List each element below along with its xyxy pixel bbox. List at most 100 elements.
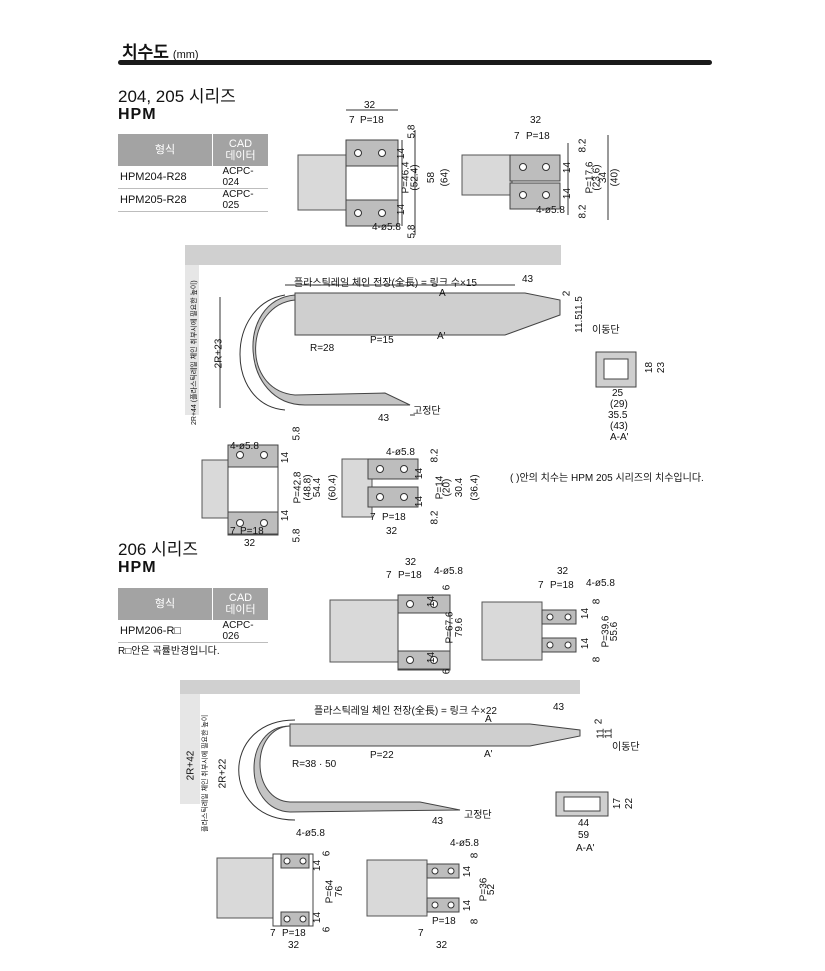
s1-link-top-view-2: [461, 135, 609, 220]
dim: 14: [462, 899, 474, 912]
dim: 14: [280, 451, 292, 464]
col-type-header: 형식: [118, 588, 213, 620]
dim: 7: [270, 928, 276, 939]
series1-note: ( )안의 치수는 HPM 205 시리즈의 치수입니다.: [510, 473, 704, 484]
dim: 7: [370, 512, 376, 523]
s1-link-bottom-view-2: [341, 458, 419, 518]
mount-height-note: 2R+44 (플라스틱레일 체인 취부시에 필요한 높이): [191, 280, 198, 425]
dim: 4-ø5.8: [536, 205, 565, 216]
dim: P=18: [282, 928, 306, 939]
dim: 11.5: [573, 296, 585, 315]
dim: 4-ø5.8: [586, 578, 615, 589]
s1-link-bottom-view-1: [201, 444, 279, 536]
chain-total-length: 플라스틱레일 체인 전장(全長) = 링크 수×22: [314, 706, 497, 717]
series1-brand: HPM: [118, 106, 157, 123]
dim: 32: [530, 115, 542, 126]
dim: 7: [538, 580, 544, 591]
dim: 14: [580, 607, 592, 620]
dim: 7: [418, 928, 424, 939]
s2-link-bottom-view-1: [216, 853, 314, 927]
move-end-label: 이동단: [612, 742, 640, 753]
dim: 6: [321, 926, 333, 933]
dim: 32: [436, 940, 448, 951]
s2-link-bottom-view-2: [366, 859, 460, 917]
dim: (64): [439, 168, 451, 187]
dim: (36.4): [469, 474, 481, 501]
dim: P=18: [550, 580, 574, 591]
dim: 8.2: [577, 204, 589, 219]
dim: P=22: [370, 750, 394, 761]
dim: 17: [612, 797, 624, 810]
dim: (40): [609, 168, 621, 187]
dim: 43: [378, 413, 390, 424]
dim: 79.6: [454, 617, 466, 638]
section-a: A: [439, 288, 446, 299]
dim: 32: [364, 100, 376, 111]
cad-cell: ACPC-024: [212, 166, 268, 189]
dim: 30.4: [454, 477, 466, 498]
col-cad-header: CAD 데이터: [212, 588, 268, 620]
dim: 14: [280, 509, 292, 522]
s1-section-view: [595, 351, 637, 388]
dim: 32: [557, 566, 569, 577]
dim: R=38 · 50: [292, 759, 337, 770]
dim: 2R+22: [217, 758, 229, 789]
dim: 43: [553, 702, 565, 713]
dim: 8.2: [577, 138, 589, 153]
dim: 4-ø5.8: [450, 838, 479, 849]
type-cell: HPM205-R28: [118, 188, 213, 212]
dim: P=18: [398, 570, 422, 581]
dim: 55.6: [609, 621, 621, 642]
cad-cell: ACPC-026: [212, 620, 268, 643]
dim: 6: [321, 850, 333, 857]
dim: 7: [514, 131, 520, 142]
dim: 52: [486, 883, 498, 896]
dim: 22: [624, 797, 636, 810]
cad-cell: ACPC-025: [212, 188, 268, 212]
dim: 2R+23: [213, 338, 225, 369]
dim: 2: [593, 718, 605, 725]
dim: 2R+42: [185, 750, 197, 781]
fixed-end-label: 고정단: [413, 406, 441, 417]
fixed-end-label: 고정단: [464, 810, 492, 821]
dim: 7: [386, 570, 392, 581]
dim: 14: [414, 467, 426, 480]
s2-link-top-view-2: [481, 601, 577, 661]
dim: 4-ø5.8: [296, 828, 325, 839]
chain-total-length: 플라스틱레일 체인 전장(全長) = 링크 수×15: [294, 278, 477, 289]
dim: 14: [414, 495, 426, 508]
move-end-label: 이동단: [592, 325, 620, 336]
dim: (43): [610, 421, 628, 432]
section-label: A-A': [610, 432, 629, 443]
table-row: HPM204-R28 ACPC-024: [118, 166, 268, 189]
col-type-header: 형식: [118, 134, 213, 166]
dim: 43: [522, 274, 534, 285]
type-cell: HPM204-R28: [118, 166, 213, 189]
series2-brand: HPM: [118, 559, 157, 576]
section-label: A-A': [576, 843, 595, 854]
dim: 18: [644, 361, 656, 374]
dim: 7: [230, 526, 236, 537]
dim: 8.2: [429, 448, 441, 463]
dim: P=18: [432, 916, 456, 927]
dim: 25: [612, 388, 624, 399]
dim: 4-ø5.8: [386, 447, 415, 458]
dim: 6: [441, 584, 453, 591]
dim: 8: [591, 598, 603, 605]
dim: P=15: [370, 335, 394, 346]
dim: 8: [591, 656, 603, 663]
dim: 14: [462, 865, 474, 878]
dim: 6: [441, 668, 453, 675]
dim: 5.8: [406, 224, 418, 239]
dim: 14: [562, 187, 574, 200]
dim: 32: [288, 940, 300, 951]
dim: 34: [598, 171, 610, 184]
mount-height-note: 플라스틱레일 체인 취부시에 필요한 높이: [202, 714, 209, 832]
dim: P=18: [240, 526, 264, 537]
dim: 32: [386, 526, 398, 537]
dim: 14: [312, 859, 324, 872]
dim: 14: [426, 651, 438, 664]
title-divider: [118, 60, 712, 65]
dim: 8.2: [429, 510, 441, 525]
section-a-prime: A': [437, 331, 446, 342]
